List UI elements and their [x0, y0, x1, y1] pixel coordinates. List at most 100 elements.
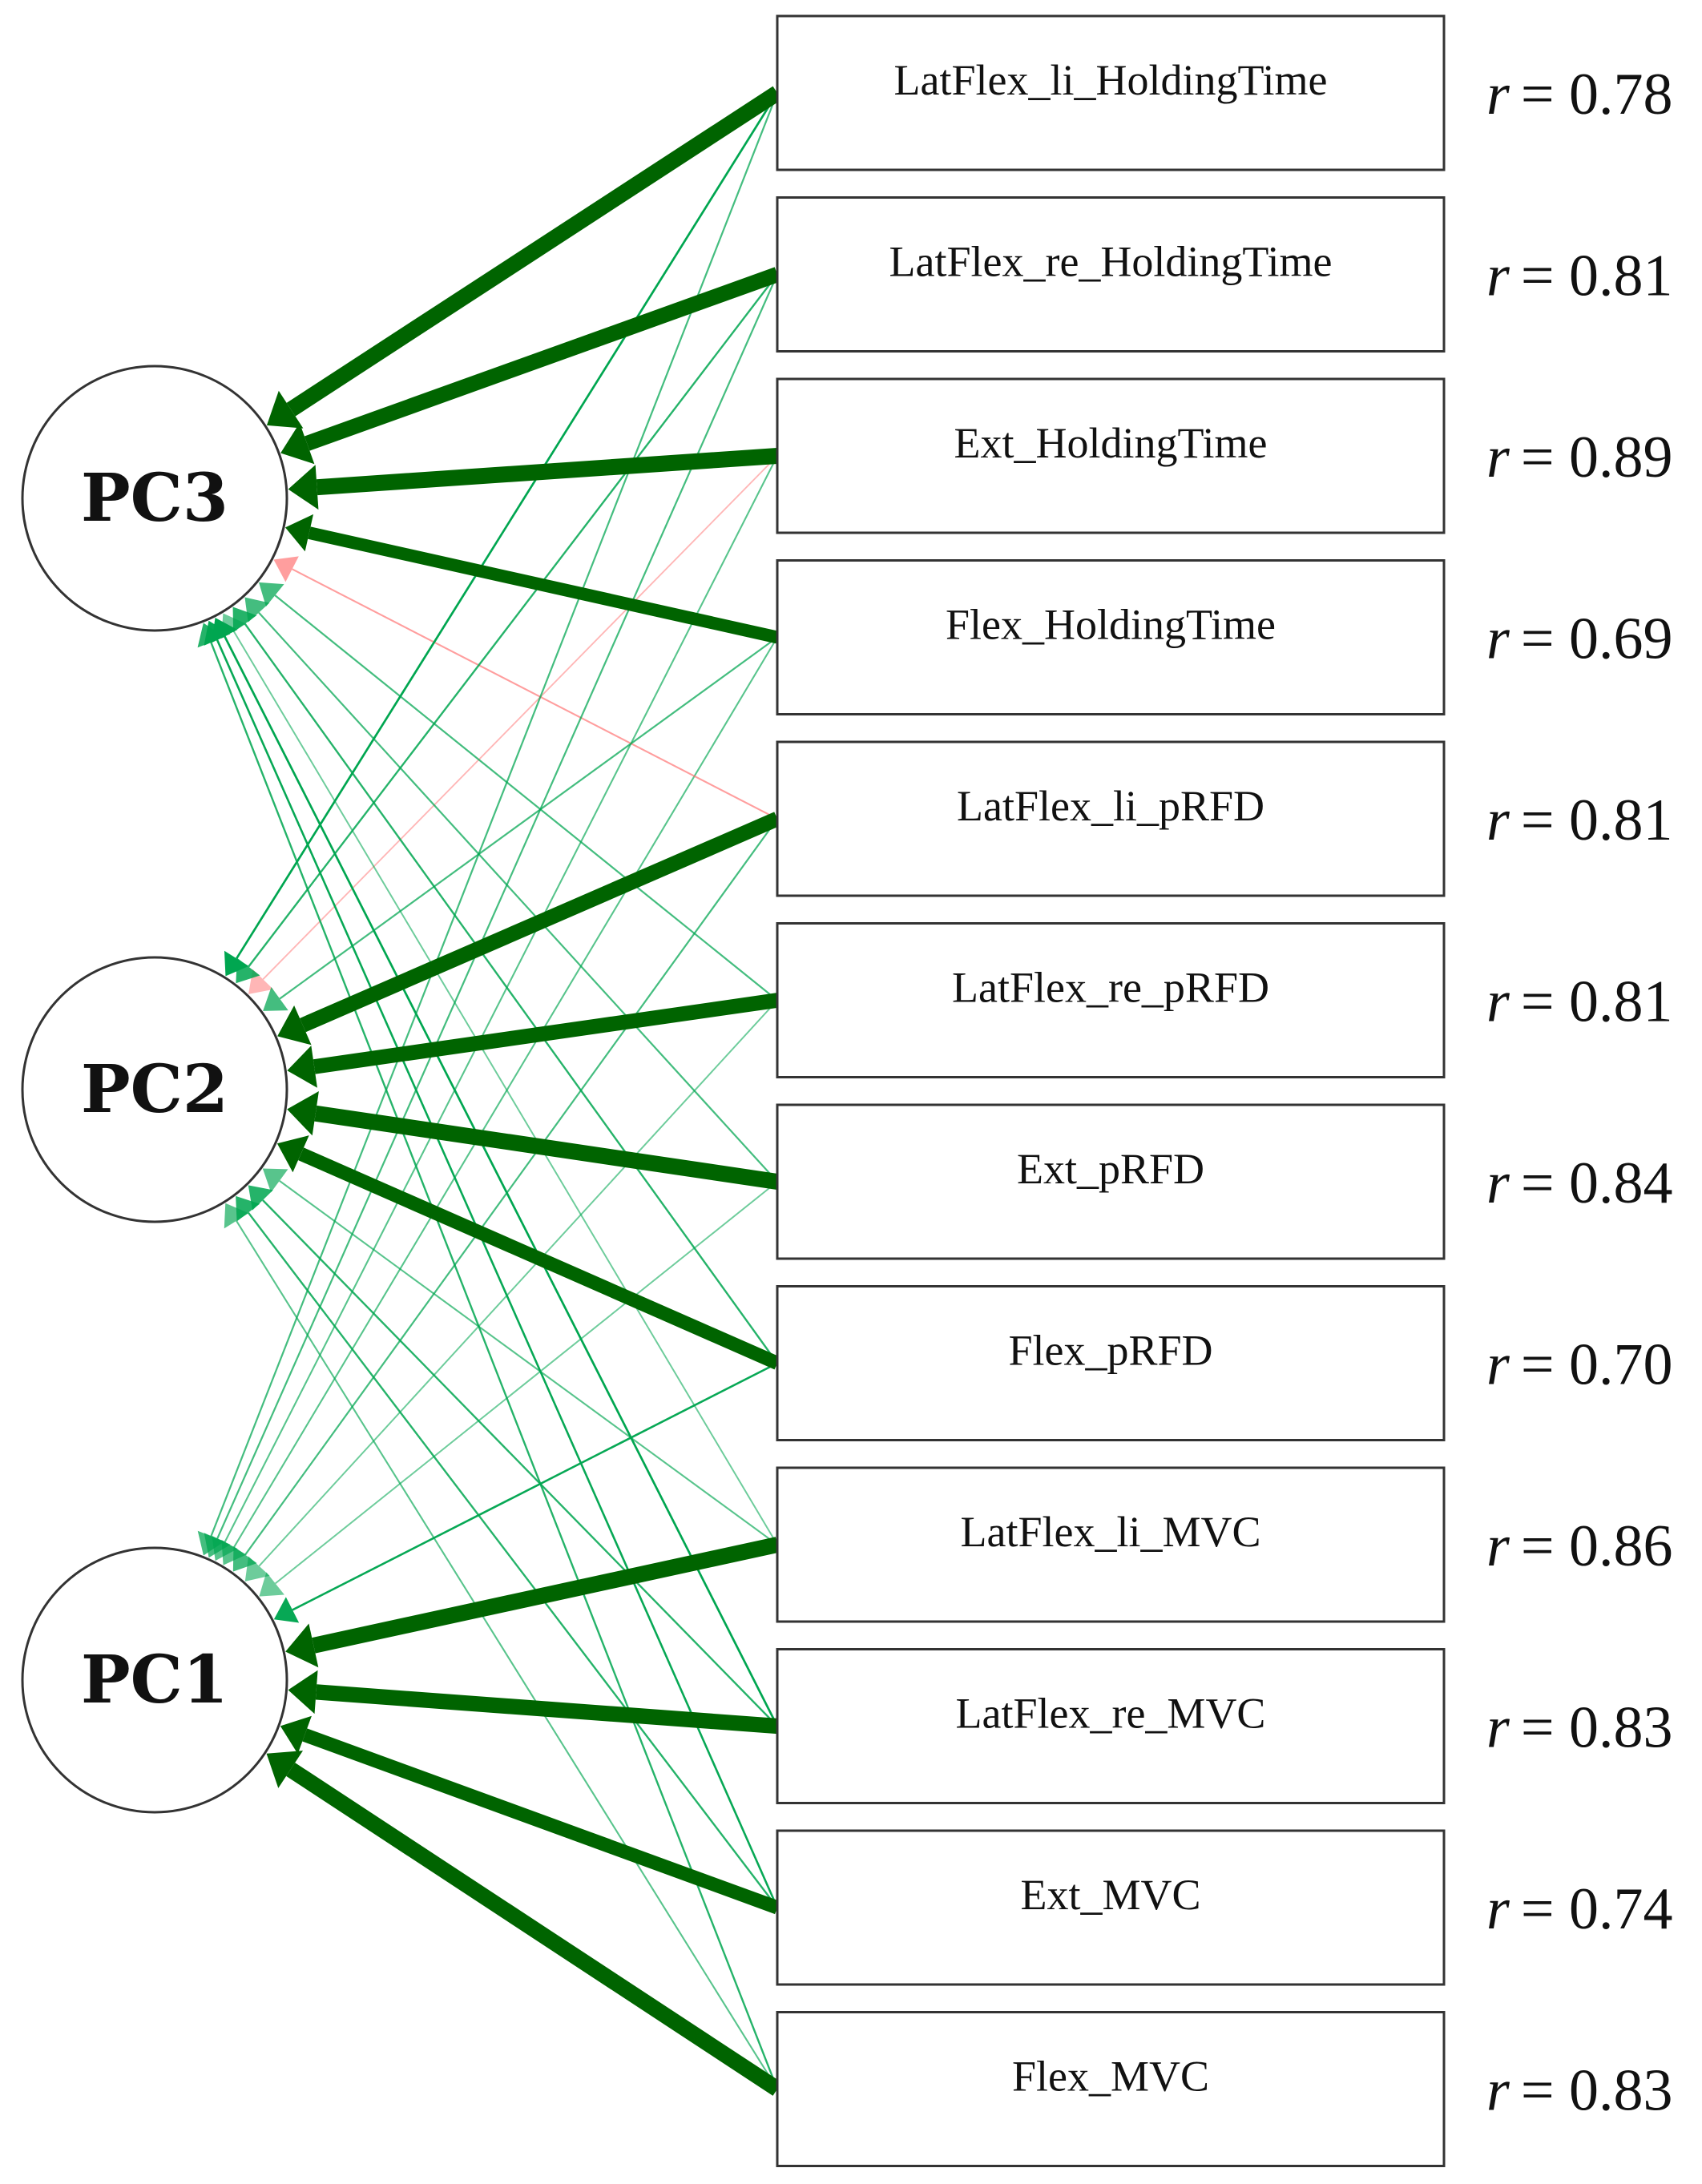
arrow-shaft [302, 1728, 780, 1915]
correlation-symbol: r [1486, 1695, 1510, 1761]
variable-label: Flex_HoldingTime [946, 601, 1276, 649]
arrow-shaft [313, 993, 779, 1074]
correlation-symbol: r [1486, 969, 1510, 1035]
correlation-number: = 0.89 [1521, 425, 1673, 490]
arrow-head-icon [276, 1135, 309, 1173]
arrow-head-icon [273, 1597, 300, 1623]
loading-arrow-ext-prfd-to-pc3 [244, 597, 778, 1183]
correlation-number: = 0.74 [1521, 1876, 1673, 1942]
arrow-shaft [275, 1181, 778, 1585]
loading-arrow-latflex-li-prfd-to-pc2 [277, 812, 780, 1046]
correlation-value: r= 0.84 [1486, 1150, 1673, 1216]
arrow-shaft [286, 86, 782, 417]
arrow-shaft [224, 635, 779, 1727]
loading-arrow-latflex-re-prfd-to-pc1 [244, 999, 778, 1582]
arrow-head-icon [224, 1203, 249, 1229]
loading-arrow-latflex-re-prfd-to-pc3 [259, 582, 778, 1001]
variable-box-frame [776, 1103, 1446, 1260]
correlation-number: = 0.84 [1521, 1150, 1673, 1216]
variable-box-frame [776, 1285, 1446, 1441]
variable-label: LatFlex_li_MVC [961, 1508, 1261, 1556]
node-circle [21, 1546, 288, 1814]
arrow-shaft [216, 274, 779, 1539]
arrow-head-icon [277, 1005, 312, 1046]
arrow-shaft [304, 267, 780, 451]
correlation-number: = 0.86 [1521, 1513, 1673, 1579]
loading-arrow-latflex-re-prfd-to-pc2 [287, 993, 779, 1088]
loading-arrow-ext-prfd-to-pc1 [259, 1181, 778, 1597]
loading-arrow-ext-mvc-to-pc1 [280, 1715, 780, 1915]
variable-box-frame [776, 377, 1446, 534]
correlation-value: r= 0.81 [1486, 969, 1673, 1035]
correlation-number: = 0.70 [1521, 1332, 1673, 1398]
correlation-value: r= 0.69 [1486, 606, 1673, 672]
correlation-symbol: r [1486, 425, 1510, 490]
arrow-shaft [258, 999, 778, 1567]
variable-label: Ext_HoldingTime [954, 419, 1267, 467]
arrow-shaft [236, 1220, 778, 2090]
arrow-head-icon [280, 422, 315, 465]
correlation-value: r= 0.83 [1486, 2058, 1673, 2124]
loading-arrows [197, 86, 782, 2096]
loading-arrow-ext-prfd-to-pc2 [287, 1091, 779, 1190]
arrow-shaft [210, 92, 779, 1537]
node-label: PC3 [81, 460, 228, 537]
arrow-head-icon [259, 582, 284, 607]
correlation-symbol: r [1486, 2058, 1510, 2124]
arrow-shaft [300, 812, 780, 1033]
arrow-shaft [279, 636, 778, 1000]
arrow-shaft [315, 1684, 778, 1735]
arrow-head-icon [232, 1546, 257, 1572]
variable-box-flex-holdingtime: Flex_HoldingTime r= 0.69 [776, 559, 1673, 715]
loading-arrow-latflex-re-holdingtime-to-pc3 [280, 267, 780, 465]
arrow-shaft [244, 818, 778, 1556]
correlation-number: = 0.81 [1521, 969, 1673, 1035]
arrow-shaft [236, 92, 779, 960]
variable-box-frame [776, 740, 1446, 897]
correlation-number: = 0.69 [1521, 606, 1673, 672]
variable-box-frame [776, 559, 1446, 715]
arrow-head-icon [263, 986, 288, 1011]
arrow-head-icon [285, 1623, 319, 1668]
correlation-value: r= 0.81 [1486, 788, 1673, 853]
loading-arrow-latflex-re-mvc-to-pc3 [212, 617, 779, 1727]
arrow-head-icon [288, 465, 319, 510]
arrow-head-icon [266, 1751, 304, 1788]
arrow-head-icon [259, 1572, 284, 1597]
correlation-symbol: r [1486, 1513, 1510, 1579]
correlation-number: = 0.83 [1521, 1695, 1673, 1761]
arrow-head-icon [212, 617, 238, 643]
correlation-symbol: r [1486, 788, 1510, 853]
node-circle [21, 365, 288, 632]
loading-arrow-flex-prfd-to-pc2 [276, 1135, 780, 1370]
arrow-head-icon [224, 950, 249, 977]
arrow-shaft [279, 1180, 778, 1545]
correlation-number: = 0.81 [1521, 788, 1673, 853]
loading-arrow-latflex-li-prfd-to-pc1 [232, 818, 778, 1572]
loading-arrow-latflex-re-mvc-to-pc1 [288, 1670, 778, 1735]
loading-arrow-latflex-li-prfd-to-pc3 [273, 556, 778, 820]
arrow-shaft [244, 623, 778, 1364]
variable-box-frame [776, 2011, 1446, 2167]
arrow-shaft [233, 636, 778, 1548]
correlation-value: r= 0.70 [1486, 1332, 1673, 1398]
correlation-symbol: r [1486, 606, 1510, 672]
node-circle [21, 956, 288, 1223]
loading-arrow-latflex-re-holdingtime-to-pc1 [204, 274, 779, 1558]
correlation-value: r= 0.81 [1486, 244, 1673, 309]
arrow-head-icon [262, 1168, 288, 1193]
loading-arrow-flex-holdingtime-to-pc2 [263, 636, 778, 1011]
loading-arrow-flex-mvc-to-pc1 [266, 1751, 782, 2096]
loading-arrow-latflex-li-holdingtime-to-pc3 [266, 86, 782, 429]
correlation-symbol: r [1486, 244, 1510, 309]
arrow-shaft [316, 448, 778, 496]
loading-arrow-latflex-li-mvc-to-pc2 [262, 1168, 778, 1545]
